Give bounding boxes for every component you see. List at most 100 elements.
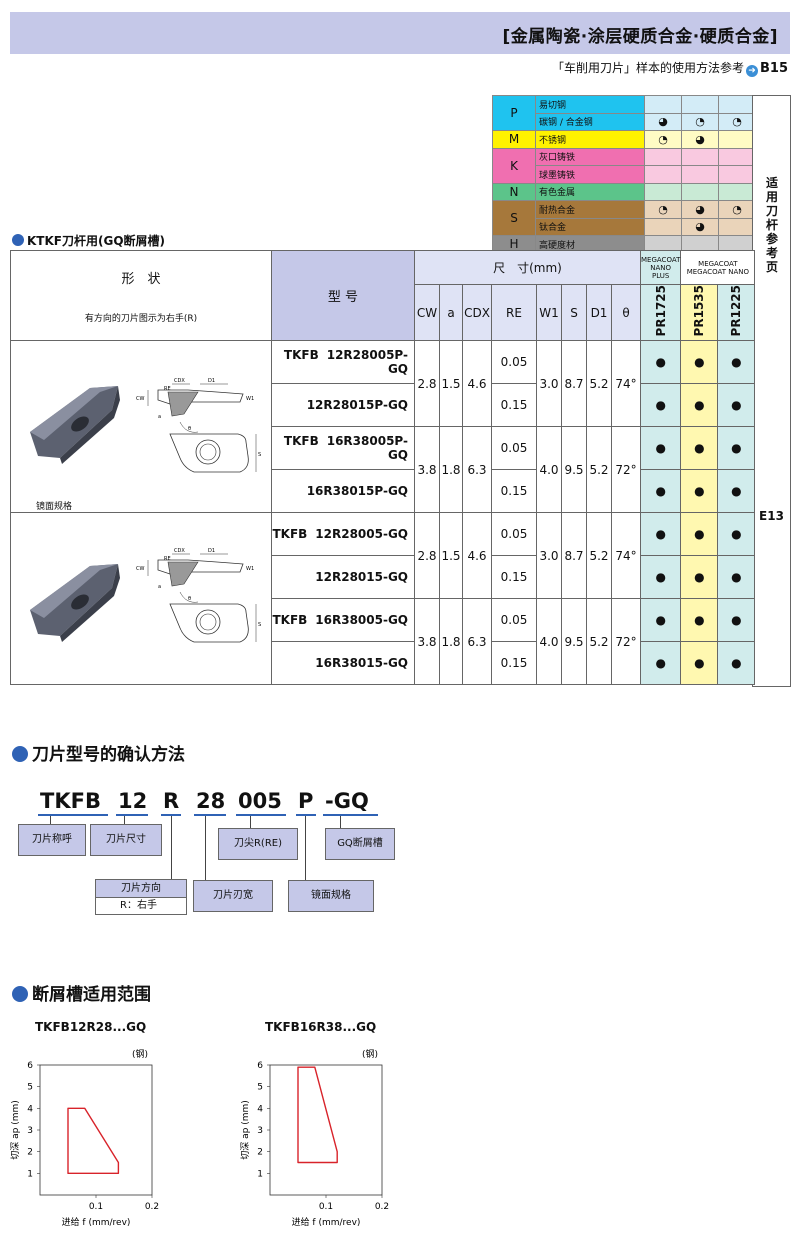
dim-re: 0.05: [491, 340, 537, 384]
insert-photo: [20, 370, 130, 470]
material-name: 球墨铸铁: [535, 165, 645, 184]
availability-mark: ●: [680, 469, 719, 513]
material-name: 耐热合金: [535, 200, 645, 219]
plot-area: [39, 1064, 153, 1196]
insert-photo-2: [20, 548, 130, 648]
connector: [250, 816, 251, 830]
shape-header: 形 状有方向的刀片图示为右手(R): [10, 250, 272, 341]
x-tick-label: 0.1: [89, 1202, 103, 1212]
material-code: S: [492, 200, 536, 236]
bullet-icon: [12, 234, 24, 246]
dim-cw: 3.8: [414, 598, 440, 685]
a-label: a: [158, 414, 161, 420]
application-range-area: [297, 1066, 338, 1164]
w1-label: W1: [246, 396, 254, 402]
material-code: M: [492, 130, 536, 149]
cw-label: CW: [136, 566, 144, 572]
material-name: 钛合金: [535, 217, 645, 236]
insert-drawing-2: CDX D1 CW S W1 RE θ a: [128, 542, 268, 662]
application-range-area: [67, 1107, 120, 1175]
grade-suitability-mark: [644, 165, 682, 184]
cdx-label: CDX: [174, 548, 185, 554]
label-insert-size: 刀片尺寸: [90, 824, 162, 856]
dim-re: 0.05: [491, 598, 537, 642]
model-number: 12R28005P-GQ: [326, 348, 408, 376]
material-name: 碳钢 / 合金钢: [535, 112, 645, 131]
underline: [194, 814, 226, 816]
x-tick-label: 0.2: [145, 1202, 159, 1212]
y-tick-label: 1: [257, 1169, 263, 1179]
dim-w1: 3.0: [536, 512, 562, 599]
availability-mark: ●: [680, 555, 719, 599]
model-prefix: TKFB: [283, 348, 319, 362]
y-tick-label: 2: [257, 1148, 263, 1158]
theta-label: θ: [188, 596, 191, 602]
grade-suitability-mark: ◔: [644, 200, 682, 219]
y-axis-label: 切深 ap (mm): [240, 1100, 251, 1160]
availability-mark: ●: [680, 641, 719, 685]
holder-reference-column: 适用刀杆参考页 E13: [752, 95, 791, 687]
availability-mark: ●: [639, 383, 682, 427]
grade-suitability-mark: ◔: [644, 130, 682, 149]
grade-header-pr1535: PR1535: [680, 284, 719, 341]
model-number: 16R38005P-GQ: [326, 434, 408, 462]
y-tick-label: 1: [27, 1169, 33, 1179]
y-tick-label: 4: [257, 1104, 263, 1114]
shape-header-note: 有方向的刀片图示为右手(R): [84, 313, 198, 324]
material-name: 有色金属: [535, 182, 645, 201]
label-direction-box: 刀片方向 R：右手: [95, 879, 187, 915]
dim-theta: 72°: [611, 426, 641, 513]
dim-w1: 3.0: [536, 340, 562, 427]
y-tick-label: 3: [257, 1126, 263, 1136]
grade-suitability-mark: [644, 147, 682, 166]
label-corner-radius: 刀尖R(RE): [218, 828, 298, 860]
grade-suitability-mark: ◕: [681, 130, 719, 149]
availability-mark: ●: [639, 340, 682, 384]
grade-suitability-mark: [718, 182, 756, 201]
material-code: P: [492, 95, 536, 131]
dim-w1: 4.0: [536, 426, 562, 513]
availability-mark: ●: [639, 512, 682, 556]
underline: [323, 814, 378, 816]
page-header: [金属陶瓷·涂层硬质合金·硬质合金]: [10, 12, 790, 54]
y-axis-label: 切深 ap (mm): [10, 1100, 21, 1160]
dim-col-header: a: [439, 284, 463, 341]
availability-mark: ●: [717, 426, 756, 470]
holder-reference-label: 适用刀杆参考页: [765, 176, 778, 274]
label-insert-width: 刀片刃宽: [193, 880, 273, 912]
y-tick-label: 3: [27, 1126, 33, 1136]
dim-cdx: 4.6: [462, 340, 492, 427]
availability-mark: ●: [717, 641, 756, 685]
insert-spec-table: 形 状有方向的刀片图示为右手(R)型 号尺 寸(mm)MEGACOAT NANO…: [10, 250, 756, 685]
y-tick-label: 5: [257, 1083, 263, 1093]
holder-reference-page[interactable]: E13: [759, 509, 784, 523]
underline: [161, 814, 181, 816]
w1-label: W1: [246, 566, 254, 572]
grade-suitability-mark: ◕: [644, 112, 682, 131]
reference-page-link[interactable]: B15: [760, 61, 788, 76]
underline: [296, 814, 316, 816]
dim-w1: 4.0: [536, 598, 562, 685]
connector: [50, 816, 51, 824]
dim-d1: 5.2: [586, 512, 612, 599]
grade-suitability-mark: [718, 147, 756, 166]
code-part-direction: R: [163, 789, 180, 813]
x-axis-label: 进给 f (mm/rev): [292, 1216, 361, 1228]
grade-header-pr1725: PR1725: [639, 284, 682, 341]
dim-theta: 74°: [611, 340, 641, 427]
dim-col-header: CDX: [462, 284, 492, 341]
d1-label: D1: [208, 548, 215, 554]
chart-title-12: TKFB12R28...GQ: [35, 1020, 147, 1034]
grade-suitability-mark: [681, 182, 719, 201]
material-name: 易切钢: [535, 95, 645, 114]
grade-suitability-mark: [681, 95, 719, 114]
model-number: 16R38015-GQ: [315, 656, 408, 670]
label-chipbreaker: GQ断屑槽: [325, 828, 395, 860]
d1-label: D1: [208, 378, 215, 384]
model-cell: 12R28015P-GQ: [271, 383, 415, 427]
